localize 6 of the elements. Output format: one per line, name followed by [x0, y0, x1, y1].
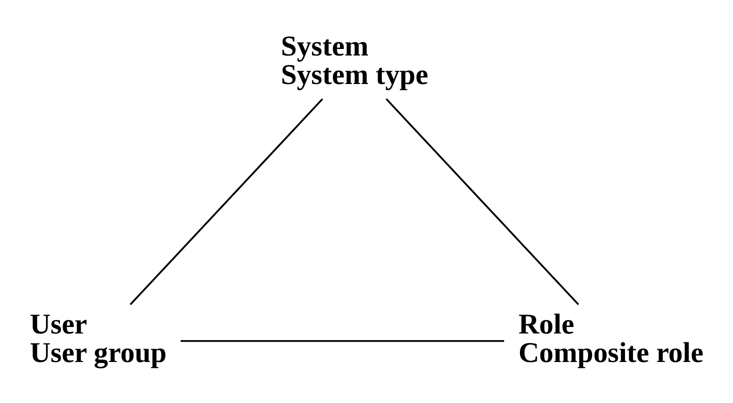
node-text: System System type — [280, 30, 428, 91]
node-text: Role Composite role — [518, 308, 704, 369]
connector — [386, 98, 580, 305]
node-text: User User group — [30, 308, 167, 369]
connector — [180, 340, 504, 342]
connector — [130, 98, 324, 305]
